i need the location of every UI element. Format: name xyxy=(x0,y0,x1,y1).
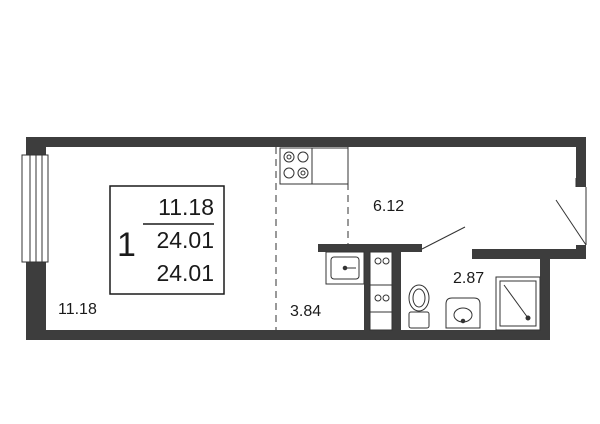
living-area-summary: 11.18 xyxy=(158,194,214,220)
washbasin xyxy=(445,297,481,329)
room-count: 1 xyxy=(117,226,136,264)
summary-frame xyxy=(109,185,225,295)
wall-niche xyxy=(364,249,370,330)
total-area-incl-summary: 24.01 xyxy=(156,260,214,286)
kitchen-sink xyxy=(325,251,365,285)
living-room-area: 11.18 xyxy=(58,301,97,318)
bathroom-area: 2.87 xyxy=(453,270,484,287)
wall-bath-top-left xyxy=(318,244,422,252)
toilet xyxy=(408,284,430,329)
stove xyxy=(279,147,313,185)
bathroom-door xyxy=(421,226,466,250)
entrance-door xyxy=(555,178,587,246)
shower-tray xyxy=(495,276,541,331)
wall-left-bottom xyxy=(26,262,46,340)
wall-bath-top xyxy=(472,249,586,259)
total-area-summary: 24.01 xyxy=(156,227,214,253)
wall-bottom xyxy=(26,330,550,340)
wall-bath-right xyxy=(540,249,550,340)
kitchen-area: 3.84 xyxy=(290,303,321,320)
area-summary: 1 11.18 24.01 24.01 xyxy=(109,185,225,295)
hallway-area: 6.12 xyxy=(373,198,404,215)
wall-left-top xyxy=(26,137,46,155)
window xyxy=(21,154,49,263)
niche-appliances xyxy=(369,251,393,331)
kitchen-counter xyxy=(311,147,349,185)
walls xyxy=(26,137,586,340)
wall-top xyxy=(26,137,586,147)
wall-right-upper xyxy=(576,137,586,187)
wall-bath-left xyxy=(392,249,401,330)
